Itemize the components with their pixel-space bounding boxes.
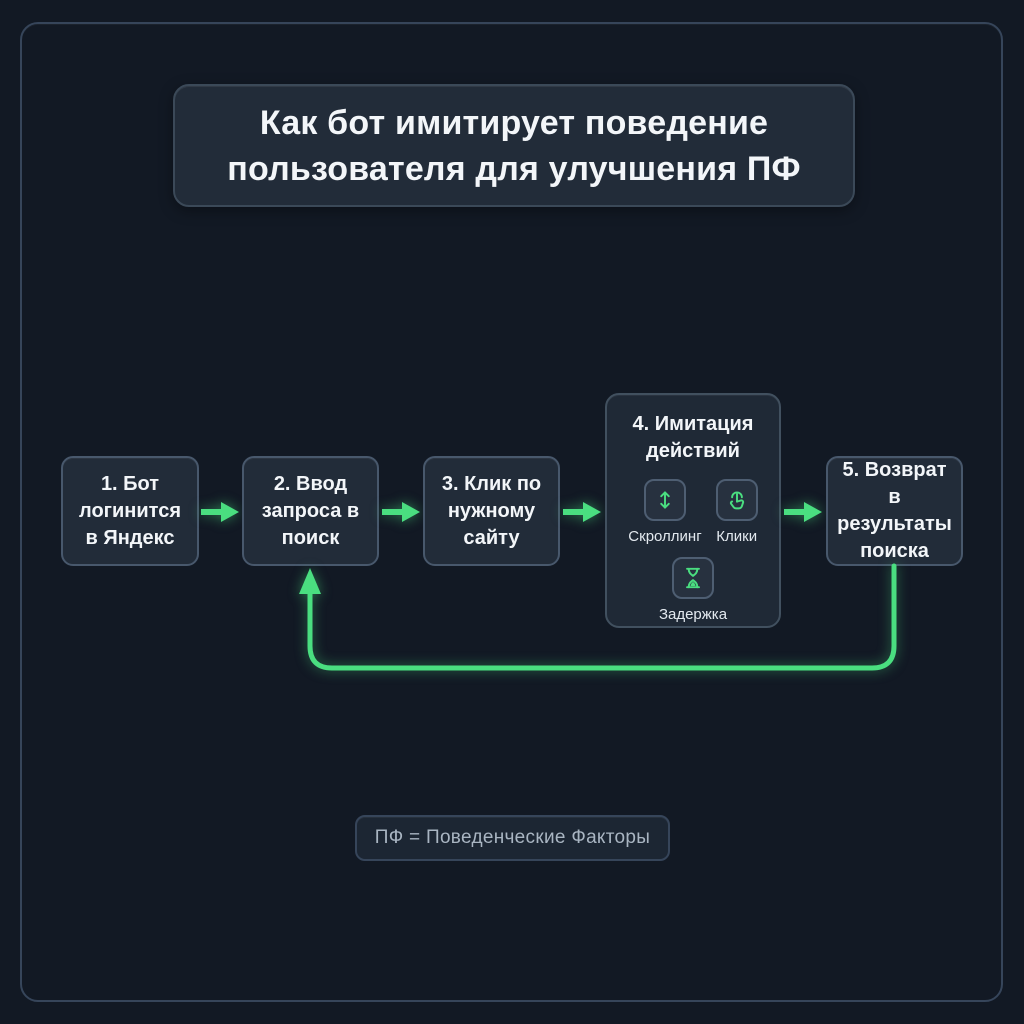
- step-card-4: 4. Имитация действий Скроллинг: [605, 393, 781, 628]
- outer-frame-border: [20, 22, 1003, 1002]
- hourglass-icon-tile: [671, 557, 714, 599]
- page-title: Как бот имитирует поведение пользователя…: [227, 103, 801, 188]
- step-3-label: 3. Клик по нужному сайту: [441, 472, 542, 549]
- action-scrolling-label: Скроллинг: [628, 528, 702, 545]
- step-2-label: 2. Ввод запроса в поиск: [261, 472, 360, 549]
- footer-note: ПФ = Поведенческие Факторы: [374, 827, 651, 848]
- step-card-3: 3. Клик по нужному сайту: [423, 456, 560, 566]
- scroll-vertical-icon: [660, 491, 670, 509]
- action-delay-label: Задержка: [658, 606, 728, 623]
- footer-legend: ПФ = Поведенческие Факторы: [355, 815, 670, 861]
- arrow-up-icon: [299, 568, 321, 594]
- arrow-right-icon: [563, 502, 601, 522]
- action-scrolling: Скроллинг: [628, 479, 702, 545]
- tap-icon-tile: [715, 479, 758, 521]
- action-delay: Задержка: [659, 557, 727, 623]
- step-card-5: 5. Возврат в результаты поиска: [826, 456, 963, 566]
- actions-row: Скроллинг Клики: [628, 479, 758, 545]
- step-card-2: 2. Ввод запроса в поиск: [242, 456, 379, 566]
- scroll-icon-tile: [643, 479, 686, 521]
- action-clicks: Клики: [715, 479, 758, 545]
- hourglass-icon: [686, 567, 700, 589]
- title-card: Как бот имитирует поведение пользователя…: [173, 84, 855, 207]
- step-card-1: 1. Бот логинится в Яндекс: [61, 456, 199, 566]
- tap-icon: [729, 491, 744, 510]
- action-clicks-label: Клики: [716, 528, 758, 545]
- step-4-label: 4. Имитация действий: [632, 413, 754, 462]
- arrow-right-icon: [382, 502, 420, 522]
- step-1-label: 1. Бот логинится в Яндекс: [79, 472, 181, 549]
- arrow-right-icon: [784, 502, 822, 522]
- arrow-right-icon: [201, 502, 239, 522]
- loop-arrow: [299, 563, 897, 671]
- step-5-label: 5. Возврат в результаты поиска: [837, 459, 952, 562]
